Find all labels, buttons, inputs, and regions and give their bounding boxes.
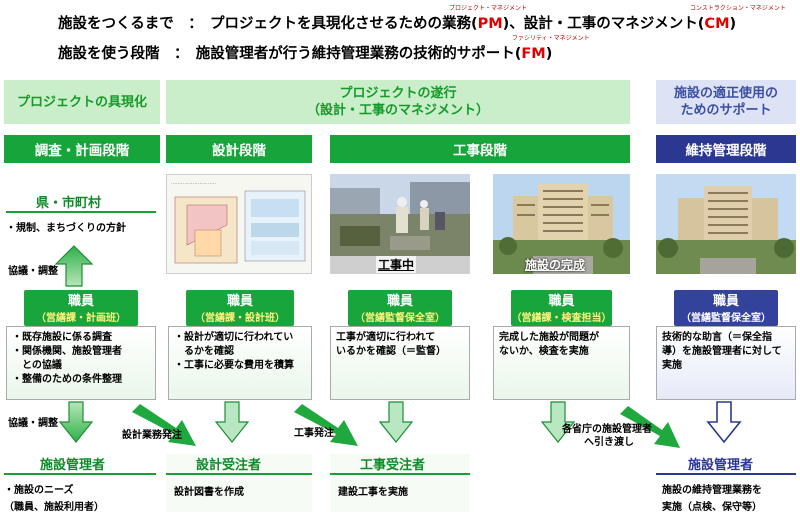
staff-badge: 職員 （営繕課・計画班） xyxy=(24,290,138,326)
prefecture-title: 県・市町村 xyxy=(6,192,156,213)
facility-manager-box-2: 施設管理者 施設の維持管理業務を 実施（点検、保守等） xyxy=(656,454,796,513)
coordination-bottom-label: 協議・調整 xyxy=(8,418,58,429)
diagonal-arrow-icon xyxy=(620,406,680,448)
ruby-pm: プロジェクト・マネジメント xyxy=(449,5,528,12)
staff-desc: ・設計が適切に行われてい るかを確認 ・工事に必要な費用を積算 xyxy=(168,326,312,400)
down-arrow-icon xyxy=(378,401,414,443)
staff-desc: 技術的な助言（＝保全指 導）を施設管理者に対して 実施 xyxy=(656,326,796,400)
completed-building-photo xyxy=(493,174,630,274)
design-drawing-image: ……………………… xyxy=(166,174,312,274)
stage-maintenance: 維持管理段階 xyxy=(656,135,796,163)
staff-badge: 職員 （営繕課・設計班） xyxy=(186,290,294,326)
staff-card-inspection: 職員 （営繕課・検査担当） 完成した施設が問題が ないか、検査を実施 xyxy=(493,287,630,400)
staff-badge: 職員 （営繕監督保全室） xyxy=(674,290,778,326)
staff-desc: 工事が適切に行われて いるかを確認（＝監督） xyxy=(330,326,470,400)
construction-order-label: 工事発注 xyxy=(294,428,334,439)
diagonal-arrow-icon xyxy=(132,404,196,446)
phase-realize: プロジェクトの具現化 xyxy=(4,80,160,124)
staff-card-design: 職員 （営繕課・設計班） ・設計が適切に行われてい るかを確認 ・工事に必要な費… xyxy=(168,287,312,400)
phase-support: 施設の適正使用の ためのサポート xyxy=(656,80,796,124)
staff-card-maintenance: 職員 （営繕監督保全室） 技術的な助言（＝保全指 導）を施設管理者に対して 実施 xyxy=(656,287,796,400)
staff-badge: 職員 （営繕監督保全室） xyxy=(348,290,452,326)
header-line-2: 施設を使う段階 ： 施設管理者が行う維持管理業務の技術的サポート(FM) xyxy=(58,46,553,62)
coordination-top-label: 協議・調整 xyxy=(8,266,58,277)
handover-label-1: 各省庁の施設管理者 xyxy=(562,424,652,435)
facility-manager-title: 施設管理者 xyxy=(656,454,796,475)
stage-survey: 調査・計画段階 xyxy=(4,135,160,163)
prefecture-box: 県・市町村 ・規制、まちづくりの方針 xyxy=(6,192,156,234)
facility-manager-title: 施設管理者 xyxy=(4,454,156,475)
ruby-fm: ファシリティ・マネジメント xyxy=(512,35,590,42)
down-arrow-icon xyxy=(58,401,94,443)
caption-completed: 施設の完成 xyxy=(525,258,586,272)
phase-execute: プロジェクトの遂行 （設計・工事のマネジメント） xyxy=(166,80,630,124)
handover-label-2: へ引き渡し xyxy=(584,437,634,448)
pm-abbr: PM xyxy=(477,16,503,32)
stage-construction: 工事段階 xyxy=(330,135,630,163)
maintenance-building-photo xyxy=(656,174,796,274)
ruby-cm: コンストラクション・マネジメント xyxy=(690,5,786,12)
design-contractor-box: 設計受注者 設計図書を作成 xyxy=(166,454,312,512)
up-arrow-icon xyxy=(54,245,94,287)
prefecture-desc: ・規制、まちづくりの方針 xyxy=(6,223,126,234)
staff-desc: 完成した施設が問題が ないか、検査を実施 xyxy=(493,326,630,400)
svg-text:………………………: ……………………… xyxy=(171,180,216,186)
staff-card-survey: 職員 （営繕課・計画班） ・既存施設に係る調査 ・関係機関、施設管理者 との協議… xyxy=(6,287,156,400)
design-order-label: 設計業務発注 xyxy=(122,430,182,441)
diagonal-arrow-icon xyxy=(294,404,358,446)
header-line-1: 施設をつくるまで ： プロジェクトを具現化させるための業務(PM)、設計・工事の… xyxy=(58,16,737,32)
down-arrow-icon xyxy=(540,401,576,443)
design-contractor-title: 設計受注者 xyxy=(166,454,312,475)
facility-manager-box-1: 施設管理者 ・施設のニーズ （職員、施設利用者） xyxy=(4,454,156,513)
construction-contractor-title: 工事受注者 xyxy=(330,454,470,475)
staff-badge: 職員 （営繕課・検査担当） xyxy=(511,290,612,326)
construction-contractor-box: 工事受注者 建設工事を実施 xyxy=(330,454,470,512)
staff-card-construction: 職員 （営繕監督保全室） 工事が適切に行われて いるかを確認（＝監督） xyxy=(330,287,470,400)
down-arrow-icon xyxy=(706,401,742,444)
fm-abbr: FM xyxy=(521,46,546,62)
stage-design: 設計段階 xyxy=(166,135,312,163)
cm-abbr: CM xyxy=(704,16,730,32)
down-arrow-icon xyxy=(214,401,250,443)
staff-desc: ・既存施設に係る調査 ・関係機関、施設管理者 との協議 ・整備のための条件整理 xyxy=(6,326,156,400)
caption-during-construction: 工事中 xyxy=(376,256,417,273)
